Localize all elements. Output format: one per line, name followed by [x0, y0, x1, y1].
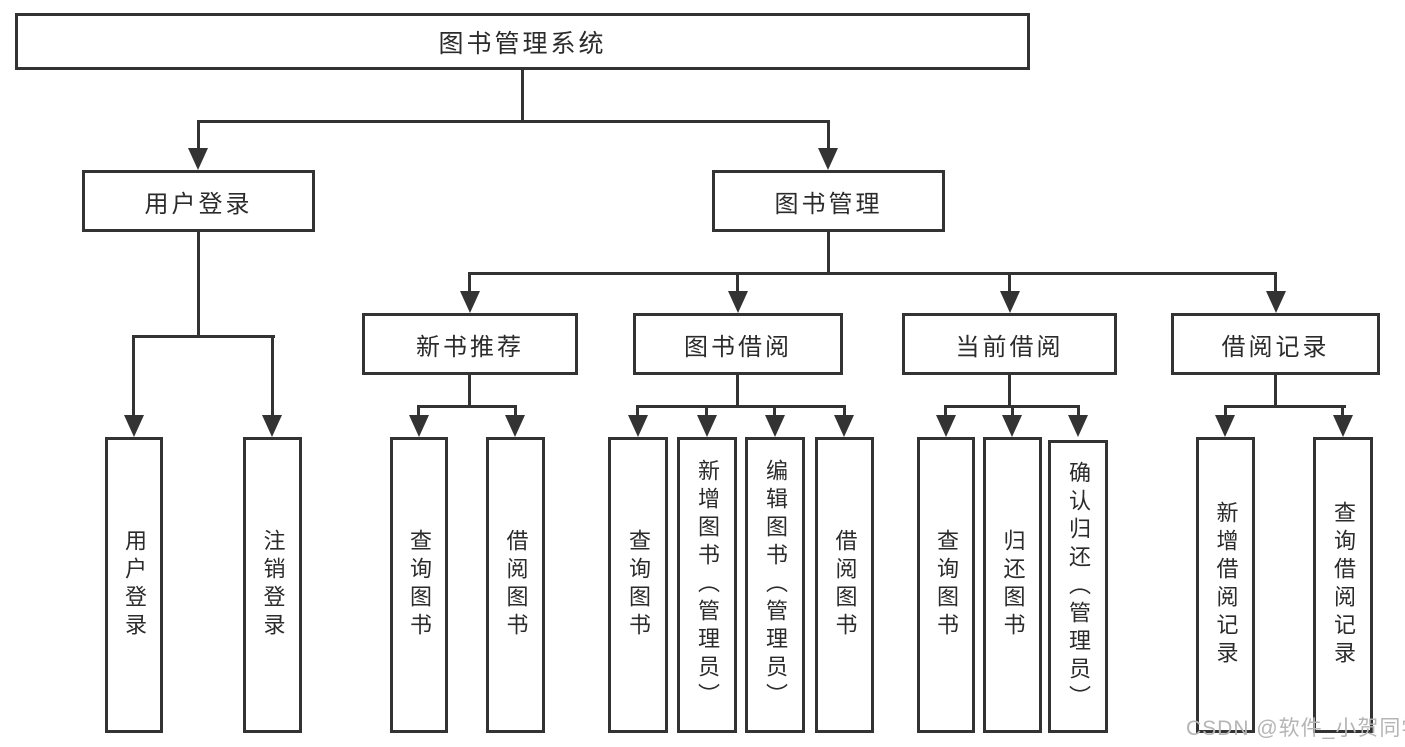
connector-line: [827, 232, 830, 272]
connector-line: [773, 405, 776, 417]
arrow-down-icon: [1002, 415, 1022, 437]
leaf-confirm-return-admin: 确认归还（管理员）: [1048, 440, 1108, 733]
arrow-down-icon: [1266, 291, 1286, 313]
leaf-add-book-admin: 新增图书（管理员）: [677, 437, 737, 733]
connector-line: [132, 335, 135, 417]
leaf-logout: 注销登录: [243, 437, 302, 733]
leaf-user-login: 用户登录: [105, 437, 163, 733]
node-user-login: 用户登录: [82, 170, 315, 232]
arrow-down-icon: [460, 291, 480, 313]
connector-line: [1224, 405, 1227, 417]
connector-line: [736, 272, 739, 293]
connector-line: [417, 405, 517, 408]
watermark: CSDN @软件_小贺同学: [1186, 717, 1405, 740]
connector-line: [636, 405, 639, 417]
arrow-down-icon: [728, 291, 748, 313]
connector-line: [197, 232, 200, 335]
arrow-down-icon: [1000, 291, 1020, 313]
node-root: 图书管理系统: [15, 13, 1030, 70]
connector-line: [468, 375, 471, 405]
connector-line: [197, 120, 830, 123]
arrow-down-icon: [124, 415, 144, 437]
arrow-down-icon: [936, 415, 956, 437]
arrow-down-icon: [834, 415, 854, 437]
connector-line: [1011, 405, 1014, 417]
arrow-down-icon: [818, 148, 838, 170]
arrow-down-icon: [262, 415, 282, 437]
connector-line: [468, 272, 1277, 275]
arrow-down-icon: [1068, 415, 1088, 437]
leaf-current-query-book: 查询图书: [917, 437, 975, 733]
connector-line: [1274, 272, 1277, 293]
arrow-down-icon: [409, 415, 429, 437]
connector-line: [132, 335, 275, 338]
connector-line: [705, 405, 708, 417]
connector-line: [827, 120, 830, 150]
node-book-borrow: 图书借阅: [633, 313, 843, 375]
leaf-borrow-query-book: 查询图书: [608, 437, 668, 733]
node-current-borrow: 当前借阅: [902, 313, 1117, 375]
connector-line: [843, 405, 846, 417]
connector-line: [468, 272, 471, 293]
connector-line: [197, 120, 200, 150]
arrow-down-icon: [1215, 415, 1235, 437]
leaf-add-borrow-record: 新增借阅记录: [1196, 437, 1255, 733]
node-book-management: 图书管理: [712, 170, 945, 232]
leaf-query-borrow-record: 查询借阅记录: [1313, 437, 1373, 733]
arrow-down-icon: [765, 415, 785, 437]
connector-line: [1077, 405, 1080, 417]
connector-line: [417, 405, 420, 417]
connector-line: [1008, 375, 1011, 405]
connector-line: [521, 70, 524, 120]
arrow-down-icon: [1333, 415, 1353, 437]
connector-line: [514, 405, 517, 417]
leaf-borrow-book: 借阅图书: [815, 437, 874, 733]
connector-line: [636, 405, 846, 408]
connector-line: [271, 335, 274, 417]
connector-line: [736, 375, 739, 405]
leaf-recommend-borrow-book: 借阅图书: [486, 437, 545, 733]
leaf-recommend-query-book: 查询图书: [390, 437, 448, 733]
arrow-down-icon: [697, 415, 717, 437]
leaf-edit-book-admin: 编辑图书（管理员）: [745, 437, 805, 733]
connector-line: [1274, 375, 1277, 405]
arrow-down-icon: [188, 148, 208, 170]
arrow-down-icon: [505, 415, 525, 437]
leaf-return-book: 归还图书: [983, 437, 1042, 733]
arrow-down-icon: [628, 415, 648, 437]
connector-line: [1224, 405, 1346, 408]
node-new-book-recommend: 新书推荐: [362, 313, 578, 375]
connector-line: [1341, 405, 1344, 417]
connector-line: [1008, 272, 1011, 293]
connector-line: [944, 405, 947, 417]
node-borrow-records: 借阅记录: [1171, 313, 1380, 375]
